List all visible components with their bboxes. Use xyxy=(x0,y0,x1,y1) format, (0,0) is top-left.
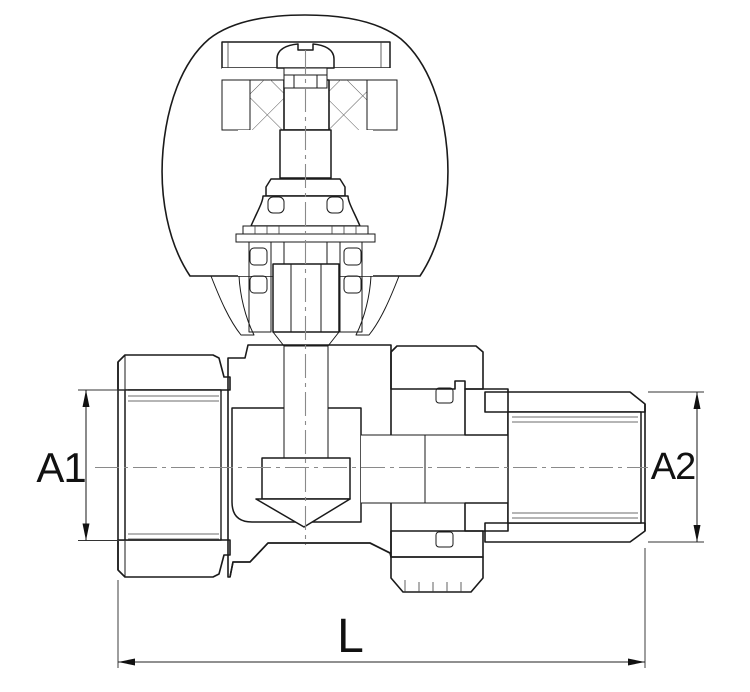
body-bottom-profile xyxy=(229,542,391,578)
centerlines xyxy=(95,50,648,545)
bonnet-oring-right-upper xyxy=(343,247,362,266)
dimension-label-a1: A1 xyxy=(36,444,85,491)
arrow-l-right xyxy=(628,658,645,666)
stem-oring-left xyxy=(267,196,285,214)
bonnet-wall-right xyxy=(339,241,363,333)
union-gasket-bottom xyxy=(435,531,454,548)
bonnet-oring-right-lower xyxy=(343,275,362,294)
handwheel-rib-left xyxy=(221,79,251,131)
inlet-port-bottom-wall xyxy=(117,539,231,578)
union-gasket-top xyxy=(435,387,454,404)
dimension-a2: A2 xyxy=(648,391,704,543)
inlet-port-bore xyxy=(124,389,222,541)
arrow-a1-bottom xyxy=(82,523,90,541)
flange-thread-ticks xyxy=(254,226,357,234)
dimension-l: L xyxy=(117,548,646,668)
dimension-a1: A1 xyxy=(36,389,128,541)
outlet-passage xyxy=(361,435,508,503)
handwheel-rib-right xyxy=(366,79,398,131)
union-nut-skirt xyxy=(390,556,484,593)
dimension-label-a2: A2 xyxy=(651,446,695,488)
arrow-a2-top xyxy=(693,392,701,409)
bonnet-oring-left-lower xyxy=(249,275,268,294)
arrow-a1-top xyxy=(82,390,90,407)
handwheel-skirt-right xyxy=(355,275,400,336)
poppet-tip xyxy=(255,498,351,528)
arrow-l-left xyxy=(118,658,135,666)
handwheel-skirt-left xyxy=(210,275,255,336)
dimension-label-l: L xyxy=(337,610,363,663)
bonnet-oring-left-upper xyxy=(249,247,268,266)
handwheel-shell xyxy=(161,14,449,277)
stem-oring-right xyxy=(326,196,344,214)
inlet-port-left xyxy=(117,354,231,578)
arrow-a2-bottom xyxy=(693,525,701,542)
bonnet-wall-left xyxy=(248,241,272,333)
